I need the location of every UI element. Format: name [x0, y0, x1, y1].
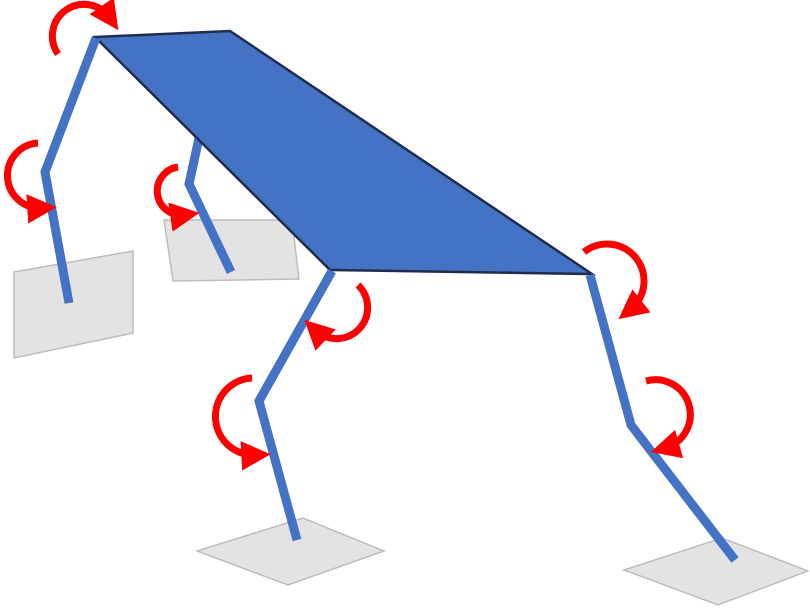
front-left-leg [40, 36, 101, 304]
foot-pad-back-left [13, 250, 134, 359]
hip-rotation-arrow-icon [581, 240, 651, 320]
foot-pad-front-left [194, 517, 387, 586]
hip-rotation-arrow-icon [48, 0, 119, 56]
knee-rotation-arrow-icon [153, 163, 200, 232]
foot-pad-back-middle [163, 219, 300, 282]
front-middle-leg [254, 268, 336, 542]
front-right-leg [585, 273, 739, 563]
knee-rotation-arrow-icon [212, 374, 271, 471]
knee-rotation-arrow-icon [645, 376, 694, 459]
robot-body [92, 29, 597, 276]
hip-rotation-arrow-icon [304, 282, 372, 351]
rear-left-leg [184, 137, 236, 274]
knee-rotation-arrow-icon [4, 139, 57, 224]
foot-pad-front-right [621, 537, 810, 606]
